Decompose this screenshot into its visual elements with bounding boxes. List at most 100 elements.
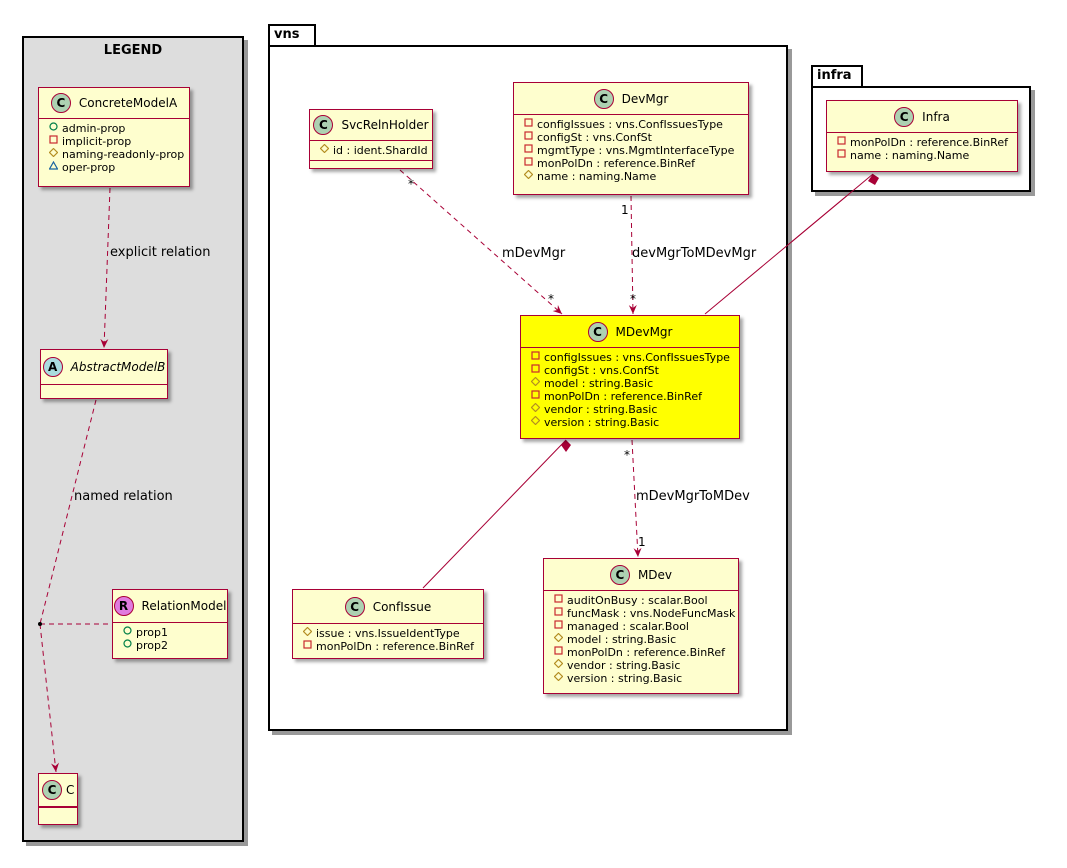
infra-composition-diamond-front bbox=[868, 174, 879, 185]
mdevmgr-to-mdev-line-front bbox=[631, 439, 642, 558]
class-name: C bbox=[66, 783, 75, 797]
attribute-text: vendor : string.Basic bbox=[544, 403, 658, 416]
private-square-icon bbox=[529, 364, 541, 377]
named-relation-line-bottom-front bbox=[39, 623, 60, 773]
attribute-text: model : string.Basic bbox=[544, 377, 654, 390]
attribute-text: configSt : vns.ConfSt bbox=[544, 364, 659, 377]
attribute-text: auditOnBusy : scalar.Bool bbox=[567, 594, 708, 607]
relation-stereotype-icon: R bbox=[113, 596, 134, 616]
attribute-row: monPolDn : reference.BinRef bbox=[529, 390, 739, 403]
attribute-row: funcMask : vns.NodeFuncMask bbox=[552, 607, 738, 620]
class-m-dev-mgr[interactable]: C MDevMgr configIssues : vns.ConfIssuesT… bbox=[520, 315, 740, 439]
private-square-icon bbox=[529, 351, 541, 364]
attribute-row: monPolDn : reference.BinRef bbox=[835, 136, 1017, 149]
attribute-row: version : string.Basic bbox=[552, 671, 738, 685]
infra-package-tab: infra bbox=[811, 65, 863, 87]
class-name: AbstractModelB bbox=[70, 360, 166, 374]
infra-package-name: infra bbox=[817, 68, 852, 83]
class-stereotype-icon: C bbox=[313, 115, 334, 135]
private-square-icon bbox=[522, 131, 534, 144]
package-triangle-icon bbox=[47, 160, 59, 174]
attribute-row: prop2 bbox=[121, 639, 227, 652]
class-attributes: issue : vns.IssueIdentType monPolDn : re… bbox=[293, 624, 483, 656]
attribute-row: version : string.Basic bbox=[529, 415, 739, 429]
relation-label-mdevmgr: mDevMgr bbox=[502, 246, 566, 261]
protected-diamond-icon bbox=[522, 169, 534, 183]
protected-diamond-icon bbox=[529, 376, 541, 390]
attribute-row: configIssues : vns.ConfIssuesType bbox=[522, 118, 748, 131]
protected-diamond-icon bbox=[552, 658, 564, 672]
attribute-text: vendor : string.Basic bbox=[567, 659, 681, 672]
class-name: DevMgr bbox=[621, 91, 669, 106]
class-name: ConfIssue bbox=[372, 599, 432, 614]
private-square-icon bbox=[835, 136, 847, 149]
attribute-row: configSt : vns.ConfSt bbox=[529, 364, 739, 377]
class-stereotype-icon: C bbox=[50, 93, 71, 113]
multiplicity-mdev-source: * bbox=[624, 448, 630, 462]
private-square-icon bbox=[522, 144, 534, 157]
attribute-text: monPolDn : reference.BinRef bbox=[316, 640, 474, 653]
class-attributes: configIssues : vns.ConfIssuesType config… bbox=[521, 348, 739, 432]
attribute-row: monPolDn : reference.BinRef bbox=[552, 646, 738, 659]
private-square-icon bbox=[552, 594, 564, 607]
attribute-row: model : string.Basic bbox=[529, 376, 739, 390]
svc-to-mdevmgr-line-front bbox=[399, 169, 563, 315]
class-m-dev[interactable]: C MDev auditOnBusy : scalar.Bool funcMas… bbox=[543, 558, 739, 694]
attribute-row: monPolDn : reference.BinRef bbox=[301, 640, 483, 653]
class-attributes: configIssues : vns.ConfIssuesType config… bbox=[514, 115, 748, 186]
protected-diamond-icon bbox=[318, 143, 330, 157]
attribute-row: auditOnBusy : scalar.Bool bbox=[552, 594, 738, 607]
attribute-text: monPolDn : reference.BinRef bbox=[567, 646, 725, 659]
class-stereotype-icon: C bbox=[894, 106, 915, 127]
protected-diamond-icon bbox=[301, 626, 313, 640]
attribute-text: configSt : vns.ConfSt bbox=[537, 131, 652, 144]
attribute-row: admin-prop bbox=[47, 122, 189, 135]
attribute-text: monPolDn : reference.BinRef bbox=[544, 390, 702, 403]
class-attributes: monPolDn : reference.BinRef name : namin… bbox=[827, 133, 1017, 165]
multiplicity-svc-source: * bbox=[408, 177, 414, 191]
class-svc-reln-holder[interactable]: C SvcRelnHolder id : ident.ShardId bbox=[309, 109, 433, 169]
class-relation-model[interactable]: R RelationModel prop1 prop2 bbox=[112, 589, 228, 659]
attribute-row: configIssues : vns.ConfIssuesType bbox=[529, 351, 739, 364]
class-stereotype-icon: C bbox=[609, 564, 630, 585]
attribute-text: id : ident.ShardId bbox=[333, 144, 428, 157]
class-stereotype-icon: C bbox=[42, 780, 62, 800]
protected-diamond-icon bbox=[529, 402, 541, 416]
attribute-text: monPolDn : reference.BinRef bbox=[537, 157, 695, 170]
class-c[interactable]: C C bbox=[38, 773, 78, 825]
class-name: MDevMgr bbox=[615, 324, 673, 339]
attribute-row: model : string.Basic bbox=[552, 632, 738, 646]
attribute-text: monPolDn : reference.BinRef bbox=[850, 136, 1008, 149]
public-circle-icon bbox=[121, 626, 133, 639]
class-concrete-model-a[interactable]: C ConcreteModelA admin-prop implicit-pro… bbox=[38, 87, 190, 187]
attribute-text: managed : scalar.Bool bbox=[567, 620, 689, 633]
attribute-text: name : naming.Name bbox=[537, 170, 657, 183]
attribute-row: mgmtType : vns.MgmtInterfaceType bbox=[522, 144, 748, 157]
protected-diamond-icon bbox=[529, 415, 541, 429]
abstract-stereotype-icon: A bbox=[42, 357, 63, 377]
class-infra[interactable]: C Infra monPolDn : reference.BinRef name… bbox=[826, 100, 1018, 172]
class-stereotype-icon: C bbox=[587, 321, 608, 342]
class-dev-mgr[interactable]: C DevMgr configIssues : vns.ConfIssuesTy… bbox=[513, 82, 749, 195]
attribute-text: name : naming.Name bbox=[850, 149, 970, 162]
attribute-text: oper-prop bbox=[62, 161, 116, 174]
protected-diamond-icon bbox=[552, 632, 564, 646]
attribute-text: prop1 bbox=[136, 626, 168, 639]
attribute-text: implicit-prop bbox=[62, 135, 132, 148]
attribute-text: version : string.Basic bbox=[567, 672, 683, 685]
class-conf-issue[interactable]: C ConfIssue issue : vns.IssueIdentType m… bbox=[292, 589, 484, 659]
attribute-row: name : naming.Name bbox=[835, 149, 1017, 162]
class-abstract-model-b[interactable]: A AbstractModelB bbox=[40, 349, 168, 399]
private-square-icon bbox=[835, 149, 847, 162]
attribute-row: monPolDn : reference.BinRef bbox=[522, 157, 748, 170]
multiplicity-devmgr-source: 1 bbox=[621, 203, 629, 217]
multiplicity-svc-target: * bbox=[548, 292, 554, 306]
class-attributes: auditOnBusy : scalar.Bool funcMask : vns… bbox=[544, 591, 738, 688]
private-square-icon bbox=[522, 118, 534, 131]
named-relation-line-top-front bbox=[39, 399, 97, 625]
explicit-relation-label: explicit relation bbox=[110, 245, 211, 260]
multiplicity-mdev-target: 1 bbox=[638, 535, 646, 549]
class-stereotype-icon: C bbox=[593, 88, 614, 109]
